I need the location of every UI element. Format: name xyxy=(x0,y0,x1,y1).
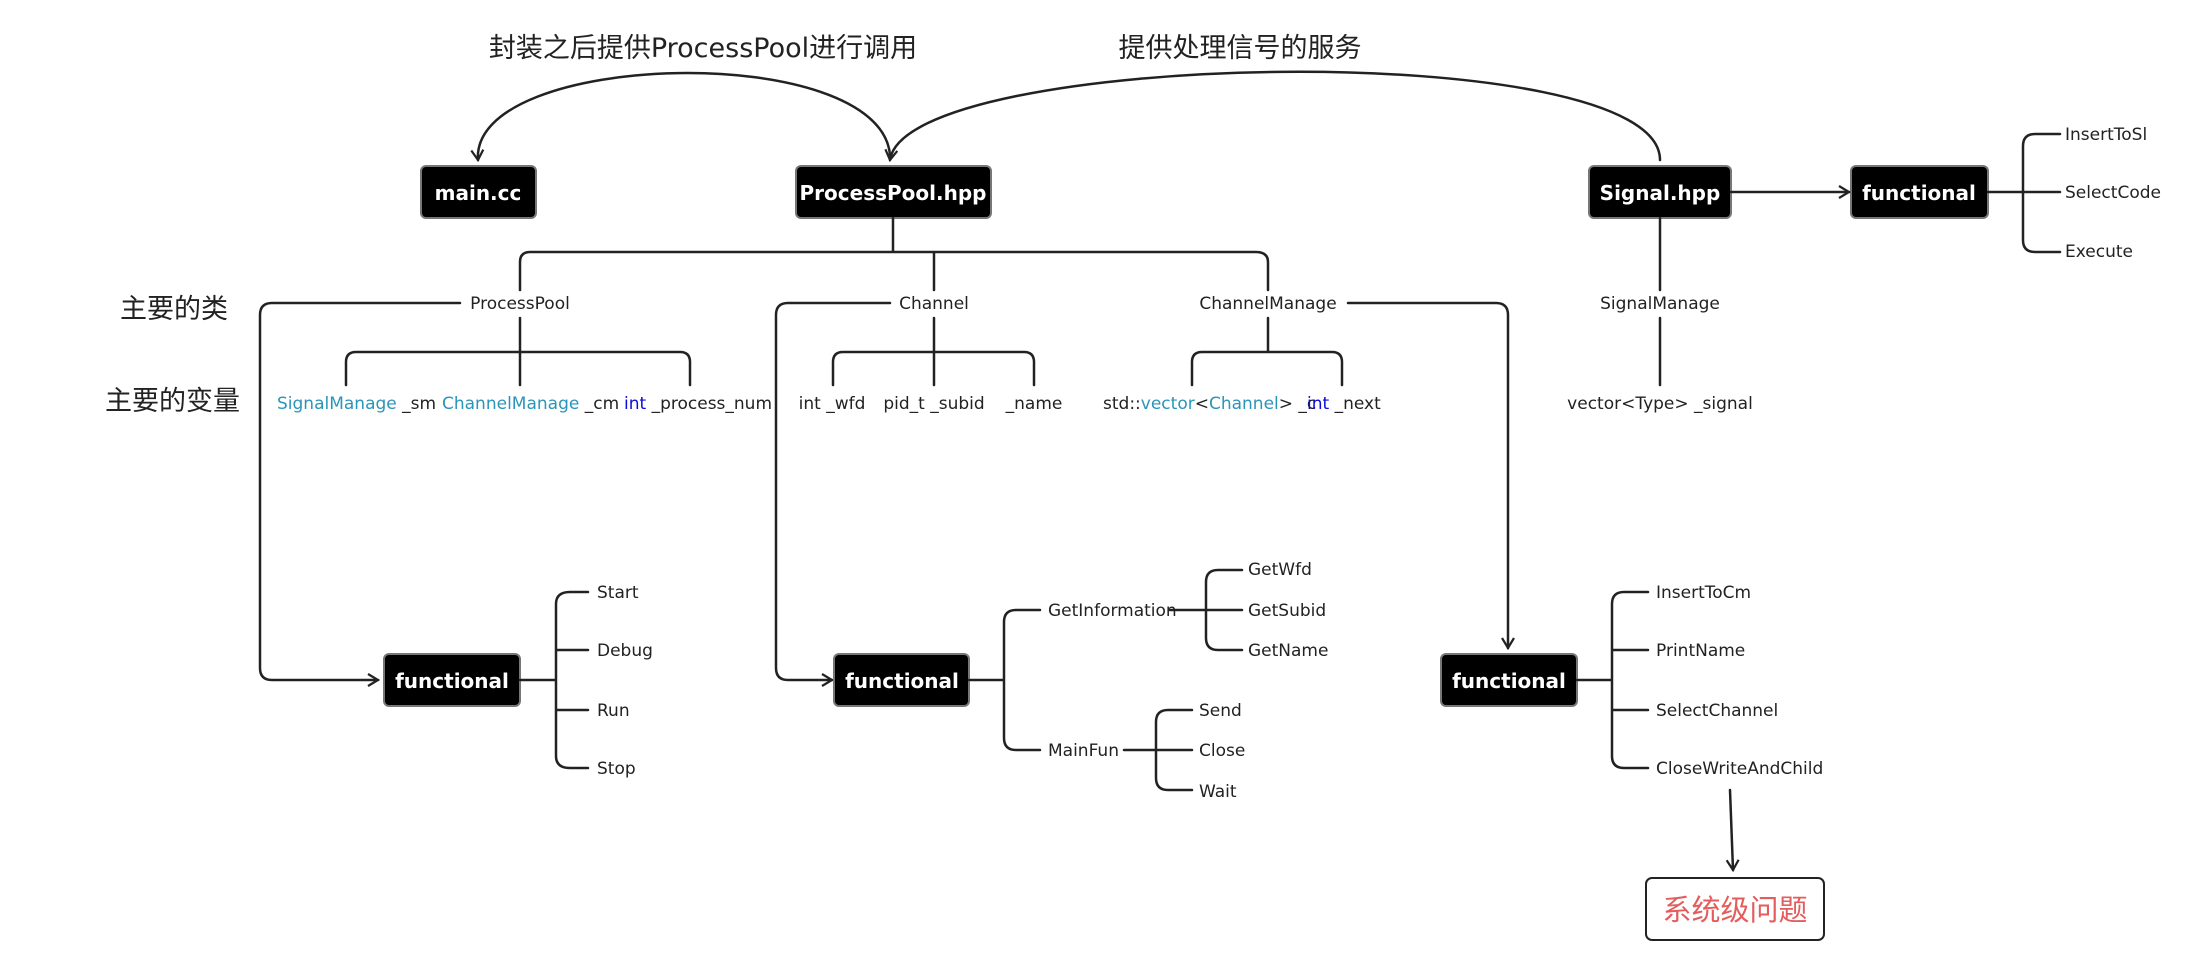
arrow-channelmanage-to-functional xyxy=(1346,301,1515,651)
class-processpool: ProcessPool xyxy=(470,294,570,314)
node-system-issue[interactable]: 系统级问题 xyxy=(1645,877,1825,941)
processpool-class-tree xyxy=(518,216,1270,292)
signal-func-execute: Execute xyxy=(2065,242,2133,262)
ch-group-mainfun: MainFun xyxy=(1048,741,1119,761)
var-sm-signal: vector<Type> _signal xyxy=(1567,394,1753,414)
channelmanage-vars-bracket xyxy=(1190,316,1344,387)
processpool-vars-bracket xyxy=(344,316,692,387)
annotation-signal-service: 提供处理信号的服务 xyxy=(1119,33,1362,64)
mainfun-wait: Wait xyxy=(1199,782,1237,802)
getinfo-getsubid: GetSubid xyxy=(1248,601,1326,621)
row-label-vars: 主要的变量 xyxy=(105,386,240,417)
class-channel: Channel xyxy=(899,294,969,314)
signal-functional-bracket xyxy=(1986,132,2062,254)
node-signal-hpp-label: Signal.hpp xyxy=(1600,181,1721,205)
pp-func-debug: Debug xyxy=(597,641,653,661)
node-channel-functional[interactable]: functional xyxy=(833,653,970,707)
node-signal-functional-label: functional xyxy=(1862,181,1976,205)
var-ch-wfd: int _wfd xyxy=(799,394,866,414)
signal-func-select: SelectCode xyxy=(2065,183,2161,203)
node-main-cc-label: main.cc xyxy=(435,181,522,205)
arrow-signal-to-processpool xyxy=(884,70,1662,163)
pp-func-run: Run xyxy=(597,701,630,721)
cm-func-selectchannel: SelectChannel xyxy=(1656,701,1778,721)
getinfo-getname: GetName xyxy=(1248,641,1328,661)
signal-func-insert: InsertToSl xyxy=(2065,125,2147,145)
pp-func-start: Start xyxy=(597,583,639,603)
pp-func-stop: Stop xyxy=(597,759,636,779)
cm-func-printname: PrintName xyxy=(1656,641,1745,661)
node-main-cc[interactable]: main.cc xyxy=(420,165,537,219)
node-processpool-hpp[interactable]: ProcessPool.hpp xyxy=(795,165,992,219)
var-pp-sm: SignalManage _sm xyxy=(277,394,436,414)
cm-func-closewrite: CloseWriteAndChild xyxy=(1656,759,1823,779)
node-signal-functional[interactable]: functional xyxy=(1850,165,1989,219)
annotation-encapsulation: 封装之后提供ProcessPool进行调用 xyxy=(489,33,917,64)
node-processpool-functional-label: functional xyxy=(395,669,509,693)
channel-vars-bracket xyxy=(831,316,1036,387)
class-channelmanage: ChannelManage xyxy=(1199,294,1336,314)
node-channelmanage-functional-label: functional xyxy=(1452,669,1566,693)
var-pp-process-num: int _process_num xyxy=(624,394,772,414)
getinfo-getwfd: GetWfd xyxy=(1248,560,1312,580)
mainfun-bracket xyxy=(1122,708,1194,792)
mainfun-close: Close xyxy=(1199,741,1245,761)
arrow-processpool-to-main xyxy=(470,71,892,163)
channelmanage-functional-bracket xyxy=(1575,590,1650,770)
arrow-to-system-issue xyxy=(1725,788,1740,873)
getinfo-bracket xyxy=(1168,568,1244,652)
ch-group-getinfo: GetInformation xyxy=(1048,601,1177,621)
class-signalmanage: SignalManage xyxy=(1600,294,1720,314)
node-processpool-functional[interactable]: functional xyxy=(383,653,521,707)
row-label-classes: 主要的类 xyxy=(120,294,228,325)
arrow-channel-to-functional xyxy=(774,301,892,687)
var-cm-c: std::vector<Channel> _c xyxy=(1103,394,1316,414)
node-system-issue-label: 系统级问题 xyxy=(1662,893,1807,927)
var-ch-subid: pid_t _subid xyxy=(883,394,984,414)
cm-func-insert: InsertToCm xyxy=(1656,583,1751,603)
node-signal-hpp[interactable]: Signal.hpp xyxy=(1588,165,1732,219)
processpool-functional-bracket xyxy=(518,590,590,770)
node-processpool-hpp-label: ProcessPool.hpp xyxy=(800,181,987,205)
mainfun-send: Send xyxy=(1199,701,1242,721)
node-channel-functional-label: functional xyxy=(845,669,959,693)
var-ch-name: _name xyxy=(1005,394,1063,414)
var-pp-cm: ChannelManage _cm xyxy=(442,394,619,414)
var-cm-next: int _next xyxy=(1307,394,1381,414)
arrow-processpool-to-functional xyxy=(258,301,462,687)
channel-functional-bracket xyxy=(967,608,1042,752)
node-channelmanage-functional[interactable]: functional xyxy=(1440,653,1578,707)
